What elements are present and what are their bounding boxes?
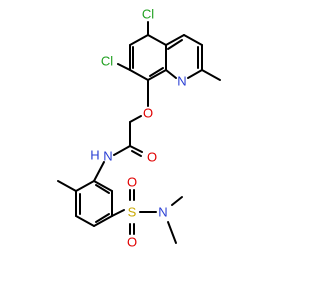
atom-s: S [128, 205, 137, 220]
bond [117, 63, 131, 71]
bond [165, 69, 177, 79]
molecule-structure: Cl Cl N O O N H S O O N [57, 7, 221, 250]
bond [95, 184, 110, 194]
bond [111, 209, 125, 217]
atom-h: H [90, 148, 99, 163]
bond [57, 180, 77, 192]
bond [149, 67, 164, 77]
bond [93, 180, 113, 192]
bond [167, 221, 177, 244]
bonds [57, 21, 221, 244]
bond [165, 34, 185, 46]
bond [167, 39, 183, 50]
atom-o: O [143, 106, 153, 121]
bond [113, 145, 131, 156]
bond [183, 34, 203, 46]
atom-cl: Cl [142, 7, 154, 22]
bond [75, 215, 95, 227]
atom-n: N [103, 149, 112, 164]
bond [129, 145, 143, 153]
bond [93, 161, 105, 182]
bond [129, 115, 142, 123]
bond [129, 34, 149, 46]
bond [131, 150, 142, 157]
atom-n: N [177, 74, 186, 89]
atom-cl: Cl [101, 54, 113, 69]
bond [95, 213, 110, 223]
bond [93, 215, 113, 227]
bond [171, 196, 183, 206]
bond [147, 34, 167, 46]
atom-labels: Cl Cl N O O N H S O O N [90, 7, 186, 250]
bond [129, 69, 149, 81]
atom-o: O [147, 150, 157, 165]
bond [75, 180, 95, 192]
bond [201, 69, 221, 81]
bond [187, 69, 203, 79]
atom-o: O [127, 235, 137, 250]
bond [147, 69, 167, 81]
atom-o: O [127, 175, 137, 190]
atom-n: N [158, 205, 167, 220]
